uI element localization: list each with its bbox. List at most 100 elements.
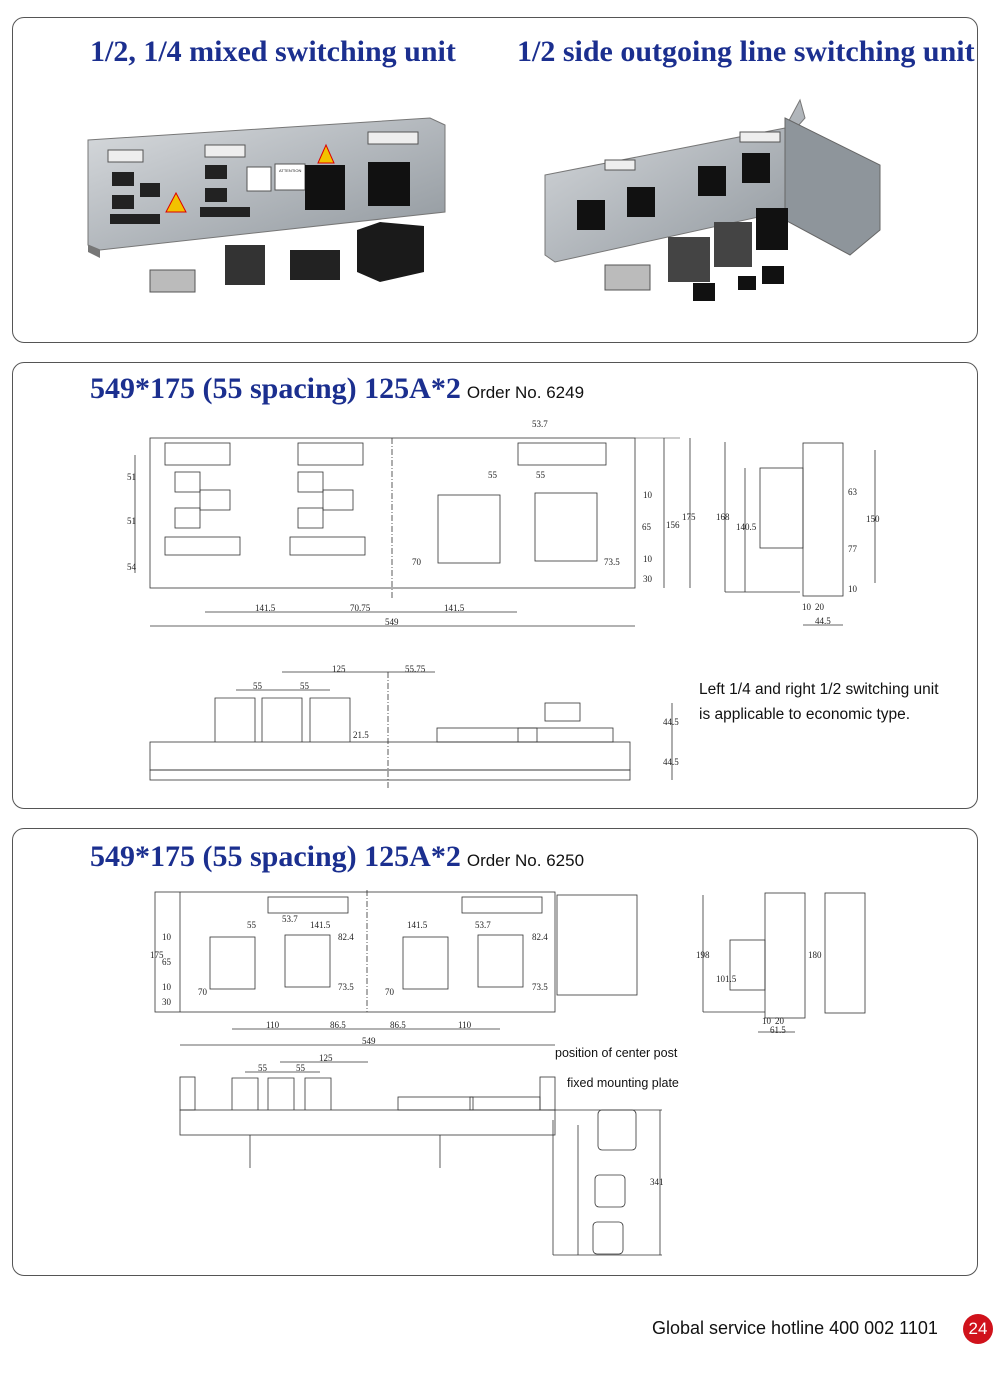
dim-label: 44.5 — [815, 616, 831, 626]
order-6250-spec: 549*175 (55 spacing) 125A*2 — [90, 840, 461, 873]
dim-label: 125 — [332, 664, 346, 674]
dim-label: 53.7 — [282, 914, 298, 924]
dim-label: 175 — [682, 512, 696, 522]
center-post-callout: position of center post — [555, 1046, 678, 1060]
order-6249-number: Order No. 6249 — [466, 383, 585, 402]
dim-label: 82.4 — [338, 932, 354, 942]
order-6250-side-dims: 198 101.5 180 10 20 61.5 — [696, 950, 822, 1035]
dim-label: 55 — [296, 1063, 306, 1073]
dim-label: 141.5 — [310, 920, 331, 930]
dim-label: 30 — [643, 574, 653, 584]
dim-label: 86.5 — [330, 1020, 346, 1030]
economic-type-note: Left 1/4 and right 1/2 switching unit is… — [699, 677, 939, 727]
dim-label: 10 — [762, 1016, 772, 1026]
order-6249-title: 549*175 (55 spacing) 125A*2 Order No. 624… — [90, 372, 584, 406]
dim-label: 10 — [162, 982, 172, 992]
dim-label: 341 — [650, 1177, 664, 1187]
mixed-switching-unit-photo: ATTENTION — [87, 117, 446, 293]
note-line-1: Left 1/4 and right 1/2 switching unit — [699, 681, 939, 698]
attention-label: ATTENTION — [279, 168, 301, 173]
order-6250-front-view — [179, 1061, 662, 1256]
dim-label: 549 — [385, 617, 399, 627]
dim-label: 125 — [319, 1053, 333, 1063]
dim-label: 86.5 — [390, 1020, 406, 1030]
side-outgoing-switching-unit-title: 1/2 side outgoing line switching unit — [517, 35, 975, 68]
dim-label: 141.5 — [444, 603, 465, 613]
dim-label: 44.5 — [663, 757, 679, 767]
dim-label: 140.5 — [736, 522, 757, 532]
dim-label: 156 — [666, 520, 680, 530]
order-6250-side-view — [702, 892, 866, 1033]
dim-label: 198 — [696, 950, 710, 960]
order-6249-front-dims: 125 55.75 55 55 21.5 44.5 44.5 — [253, 664, 679, 767]
dim-label: 110 — [458, 1020, 472, 1030]
order-6250-panel — [12, 828, 978, 1276]
order-6250-number: Order No. 6250 — [466, 851, 585, 870]
dim-label: 10 — [802, 602, 812, 612]
order-6249-plan-view — [134, 437, 691, 627]
dim-label: 77 — [848, 544, 858, 554]
dim-label: 10 — [643, 490, 653, 500]
dim-label: 110 — [266, 1020, 280, 1030]
dim-label: 55 — [258, 1063, 268, 1073]
mixed-switching-unit-title: 1/2, 1/4 mixed switching unit — [90, 35, 456, 68]
dim-label: 141.5 — [407, 920, 428, 930]
order-6250-plan-dims: 175 10 65 10 30 70 55 53.7 141.5 141.5 5… — [150, 914, 548, 1046]
order-6249-front-view — [149, 671, 673, 790]
dim-label: 73.5 — [338, 982, 354, 992]
dim-label: 63 — [848, 487, 858, 497]
order-6249-panel — [12, 362, 978, 809]
dim-label: 101.5 — [716, 974, 737, 984]
note-line-2: is applicable to economic type. — [699, 706, 911, 723]
dim-label: 55.75 — [405, 664, 426, 674]
dim-label: 30 — [162, 997, 172, 1007]
dim-label: 10 — [162, 932, 172, 942]
dim-label: 65 — [642, 522, 652, 532]
product-photos-panel — [12, 17, 978, 343]
side-outgoing-switching-unit-photo — [544, 98, 881, 301]
dim-label: 53.7 — [532, 419, 548, 429]
dim-label: 55 — [488, 470, 498, 480]
dim-label: 55 — [247, 920, 257, 930]
order-6250-plan-view — [154, 890, 638, 1046]
dim-label: 82.4 — [532, 932, 548, 942]
dim-label: 180 — [808, 950, 822, 960]
dim-label: 70.75 — [350, 603, 371, 613]
dim-label: 150 — [866, 514, 880, 524]
dim-label: 20 — [775, 1016, 785, 1026]
dim-label: 70 — [412, 557, 422, 567]
dim-label: 70 — [385, 987, 395, 997]
dim-label: 55 — [536, 470, 546, 480]
order-6249-side-dims: 168 140.5 63 150 77 10 10 20 44.5 — [716, 487, 880, 626]
order-6249-side-view — [724, 442, 876, 626]
page-number-badge: 24 — [963, 1314, 993, 1344]
order-6250-title: 549*175 (55 spacing) 125A*2 Order No. 625… — [90, 840, 584, 874]
order-6249-spec: 549*175 (55 spacing) 125A*2 — [90, 372, 461, 405]
warning-icon — [317, 143, 335, 164]
order-6250-front-dims: 125 55 55 341 — [258, 1053, 664, 1187]
dim-label: 54 — [127, 562, 137, 572]
order-6249-plan-dims: 53.7 55 55 51 51 54 70 73.5 10 65 10 30 … — [127, 419, 696, 627]
dim-label: 55 — [253, 681, 263, 691]
dim-label: 10 — [848, 584, 858, 594]
dim-label: 51 — [127, 472, 136, 482]
dim-label: 141.5 — [255, 603, 276, 613]
warning-icon — [165, 191, 187, 213]
dim-label: 175 — [150, 950, 164, 960]
dim-label: 51 — [127, 516, 136, 526]
dim-label: 10 — [643, 554, 653, 564]
mounting-plate-callout: fixed mounting plate — [567, 1076, 679, 1090]
dim-label: 21.5 — [353, 730, 369, 740]
dim-label: 73.5 — [604, 557, 620, 567]
dim-label: 61.5 — [770, 1025, 786, 1035]
dim-label: 44.5 — [663, 717, 679, 727]
dim-label: 70 — [198, 987, 208, 997]
dim-label: 20 — [815, 602, 825, 612]
dim-label: 65 — [162, 957, 172, 967]
dim-label: 73.5 — [532, 982, 548, 992]
dim-label: 55 — [300, 681, 310, 691]
dim-label: 168 — [716, 512, 730, 522]
dim-label: 53.7 — [475, 920, 491, 930]
dim-label: 549 — [362, 1036, 376, 1046]
